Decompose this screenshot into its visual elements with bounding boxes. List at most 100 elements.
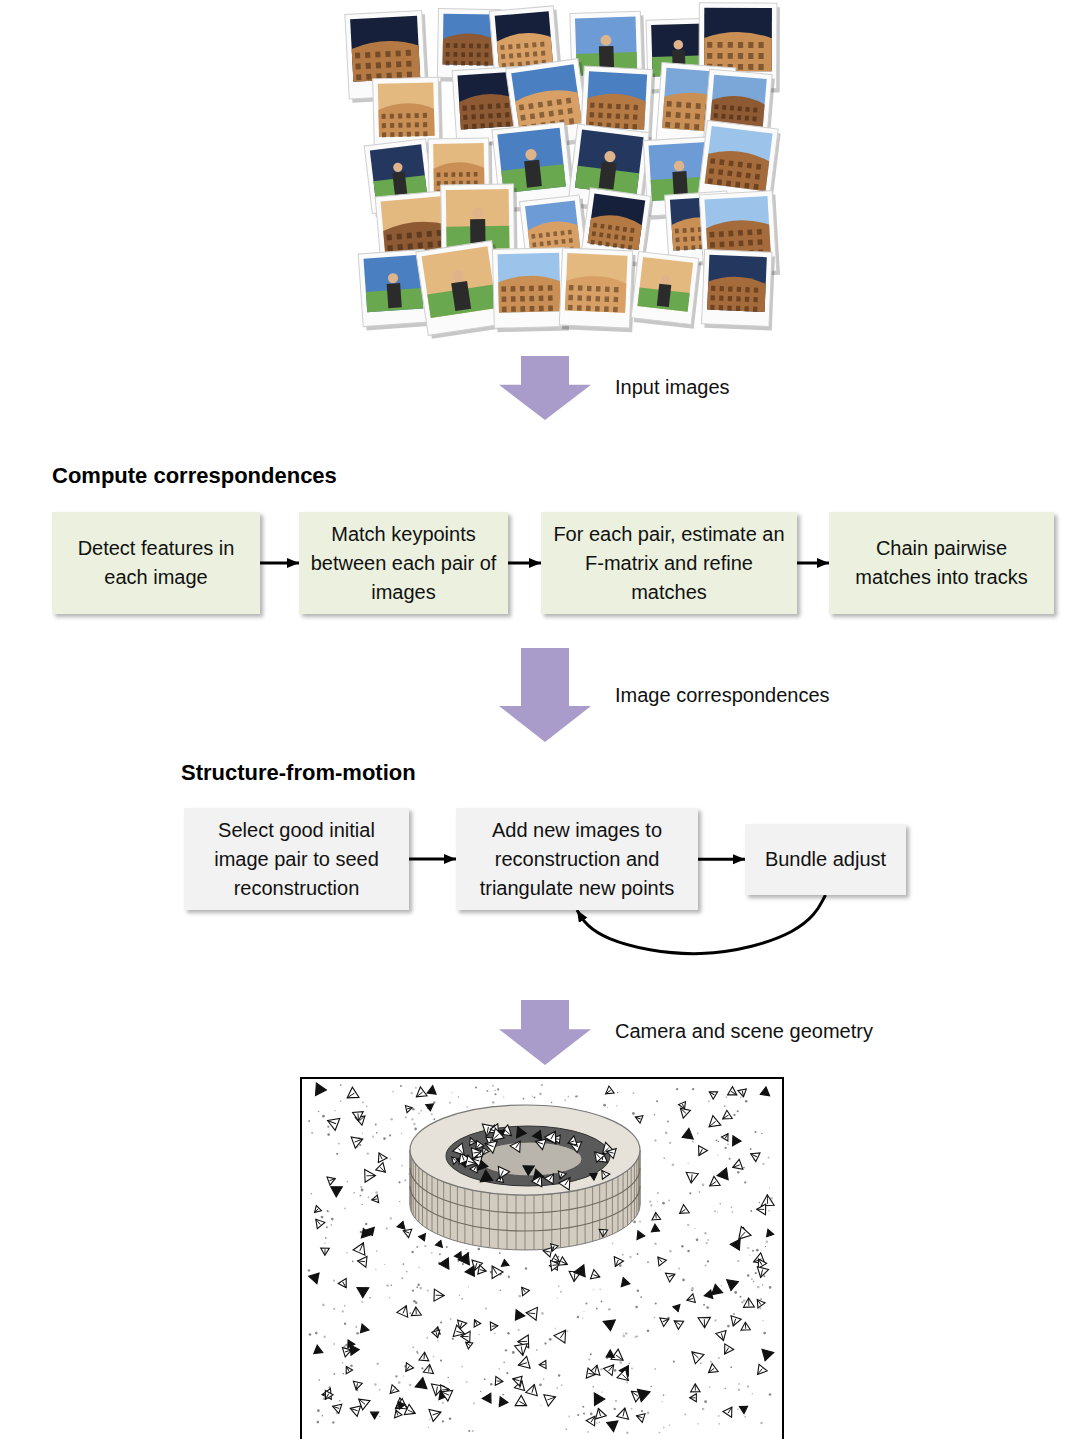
photo-arch	[685, 113, 690, 119]
camera-body	[556, 1171, 566, 1180]
scene-point	[639, 1220, 641, 1222]
photo-arch	[595, 306, 600, 312]
scene-point	[386, 1227, 388, 1229]
photo-arch	[407, 243, 413, 249]
photo-arch	[717, 53, 722, 59]
photo-person-head	[393, 162, 403, 172]
camera-body	[419, 1352, 429, 1361]
photo-arch	[385, 51, 390, 57]
scene-point	[687, 1163, 688, 1164]
camera-edge	[497, 1380, 503, 1381]
scene-point	[705, 1242, 707, 1244]
camera-edge	[461, 1336, 469, 1337]
scene-point	[361, 1189, 364, 1192]
scene-point	[499, 1289, 501, 1291]
camera-body	[686, 1294, 696, 1305]
scene-point	[560, 1291, 562, 1293]
camera-body	[352, 1381, 362, 1390]
camera-frustum	[423, 1364, 434, 1374]
photo-arch	[625, 104, 630, 109]
camera-body	[453, 1325, 466, 1339]
camera-edge	[538, 1131, 541, 1138]
camera-edge	[674, 1321, 680, 1325]
scene-point	[433, 1356, 435, 1358]
camera-body	[688, 1347, 704, 1364]
scene-point	[502, 1394, 504, 1396]
camera-edge	[475, 1320, 478, 1325]
process-box: Select good initial image pair to seed r…	[184, 808, 409, 910]
step-text: Match keypoints between each pair of ima…	[308, 520, 499, 607]
scene-point	[418, 1267, 419, 1268]
camera-edge	[474, 1165, 477, 1170]
camera-body	[665, 1270, 676, 1282]
camera-body	[322, 1391, 333, 1402]
colosseum-pier	[543, 1194, 544, 1249]
camera-frustum	[311, 1345, 323, 1357]
camera-frustum	[690, 1394, 697, 1402]
photo-arch	[745, 297, 749, 302]
scene-point	[452, 1338, 454, 1340]
scene-point	[751, 1278, 752, 1279]
camera-frustum	[511, 1310, 525, 1323]
photo-arch	[530, 306, 535, 312]
photo-arch	[729, 114, 733, 119]
scene-point	[768, 1157, 770, 1159]
scene-point	[473, 1403, 475, 1405]
photo-arch	[728, 42, 733, 48]
camera-body	[731, 1159, 743, 1172]
camera-frustum	[725, 1280, 738, 1292]
scene-point	[702, 1408, 705, 1411]
camera-frustum	[634, 1113, 643, 1123]
scene-point	[619, 1361, 622, 1364]
scene-point	[317, 1421, 320, 1424]
camera-edge	[474, 1152, 482, 1153]
photo-arch	[738, 240, 743, 246]
scene-point	[676, 1088, 678, 1090]
camera-edge	[350, 1408, 357, 1410]
photo-arch	[691, 245, 695, 250]
camera-edge	[588, 1373, 595, 1374]
scene-point	[409, 1312, 411, 1314]
photo-arch	[461, 61, 465, 66]
camera-body	[427, 1086, 439, 1098]
stage-heading: Structure-from-motion	[181, 760, 416, 786]
scene-point	[673, 1361, 675, 1363]
scene-point	[747, 1385, 749, 1387]
photo-arch	[746, 173, 751, 179]
scene-point	[649, 1201, 651, 1203]
step-arrow	[508, 562, 541, 565]
camera-edge	[635, 1117, 640, 1119]
scene-point	[375, 1124, 377, 1126]
camera-body	[331, 1402, 342, 1414]
camera-frustum	[453, 1143, 469, 1159]
photo-arch	[726, 180, 731, 186]
scene-point	[401, 1132, 402, 1133]
scene-point	[458, 1096, 459, 1097]
photo-arch	[477, 44, 481, 49]
scene-point	[411, 1118, 413, 1120]
camera-body	[405, 1104, 413, 1113]
camera-body	[651, 1212, 660, 1220]
camera-edge	[436, 1295, 445, 1296]
scene-point	[447, 1377, 449, 1379]
photo-arch	[516, 44, 520, 49]
scene-point	[603, 1104, 606, 1107]
camera-frustum	[554, 1327, 571, 1343]
camera-edge	[475, 1263, 477, 1270]
photo-arch	[709, 232, 714, 238]
scene-point	[442, 1420, 444, 1422]
scene-point	[406, 1270, 408, 1272]
camera-body	[716, 1330, 729, 1342]
scene-point	[725, 1096, 727, 1098]
camera-edge	[758, 1369, 763, 1375]
camera-edge	[330, 1179, 336, 1181]
stage-arrow	[499, 648, 591, 742]
camera-edge	[623, 1282, 630, 1283]
photo-arch	[547, 100, 552, 106]
camera-frustum	[590, 1170, 600, 1180]
scene-point	[733, 1114, 735, 1116]
scene-point	[412, 1290, 414, 1292]
scene-point	[641, 1410, 643, 1412]
camera-frustum	[716, 1330, 729, 1342]
scene-point	[369, 1297, 371, 1299]
